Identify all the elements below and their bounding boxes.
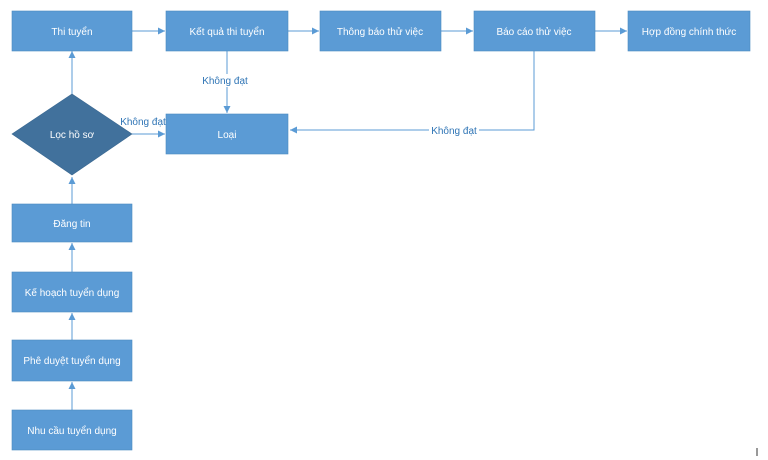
label-ket-qua-khong-dat: Không đạt — [202, 76, 248, 87]
node-ket-qua-thi-tuyen-label: Kết quả thi tuyển — [189, 26, 264, 38]
node-loc-ho-so-label: Lọc hồ sơ — [50, 129, 95, 141]
node-bao-cao-thu-viec-label: Báo cáo thử việc — [496, 26, 571, 38]
node-dang-tin-label: Đăng tin — [53, 219, 90, 230]
node-loai-label: Loại — [218, 130, 237, 141]
node-phe-duyet-tuyen-dung: Phê duyệt tuyển dụng — [11, 339, 133, 382]
node-loai: Loại — [165, 113, 289, 155]
node-thong-bao-thu-viec-label: Thông báo thử việc — [337, 26, 423, 38]
node-ke-hoach-tuyen-dung: Kế hoạch tuyển dụng — [11, 271, 133, 313]
node-dang-tin: Đăng tin — [11, 203, 133, 243]
node-hop-dong-chinh-thuc-label: Hợp đồng chính thức — [642, 26, 736, 38]
node-nhu-cau-tuyen-dung: Nhu cầu tuyển dụng — [11, 409, 133, 451]
node-ke-hoach-tuyen-dung-label: Kế hoạch tuyển dụng — [25, 287, 120, 299]
edge-labels: Không đạt Không đạt Không đạt — [120, 74, 479, 137]
node-thi-tuyen: Thi tuyển — [11, 10, 133, 52]
edge-bao-cao-to-loai — [290, 51, 535, 134]
node-thi-tuyen-label: Thi tuyển — [51, 26, 92, 38]
node-phe-duyet-tuyen-dung-label: Phê duyệt tuyển dụng — [23, 355, 120, 367]
node-loc-ho-so: Lọc hồ sơ — [11, 93, 133, 176]
label-loc-ho-so-khong-dat: Không đạt — [120, 117, 166, 128]
node-bao-cao-thu-viec: Báo cáo thử việc — [473, 10, 596, 52]
node-thong-bao-thu-viec: Thông báo thử việc — [319, 10, 442, 52]
label-bao-cao-khong-dat: Không đạt — [431, 126, 477, 137]
node-hop-dong-chinh-thuc: Hợp đồng chính thức — [627, 10, 751, 52]
connectors — [68, 27, 627, 410]
node-nhu-cau-tuyen-dung-label: Nhu cầu tuyển dụng — [27, 425, 117, 437]
node-ket-qua-thi-tuyen: Kết quả thi tuyển — [165, 10, 289, 52]
